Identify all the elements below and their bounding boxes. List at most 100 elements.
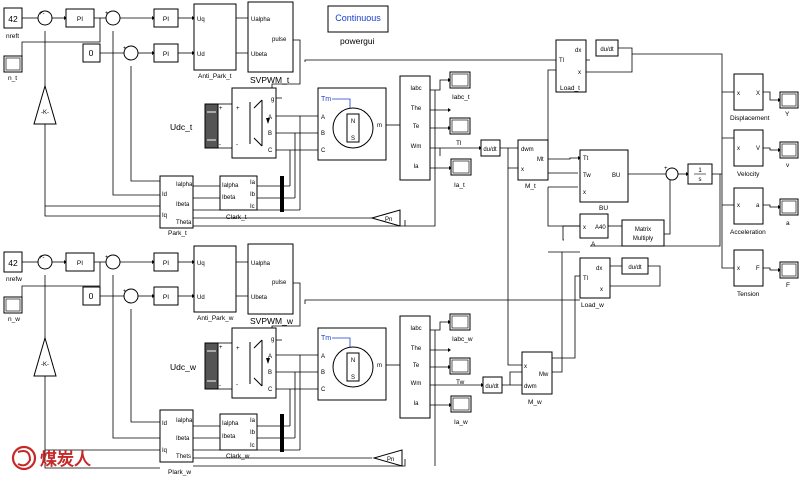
udc-w-label: Udc_w xyxy=(170,362,197,372)
zero-const-t[interactable]: 0 xyxy=(82,43,101,63)
scope-tw[interactable] xyxy=(449,357,471,375)
derivative-t[interactable]: du/dt xyxy=(480,139,501,157)
load-w-block[interactable]: dx Tl x xyxy=(579,257,611,299)
displacement-block[interactable]: x X xyxy=(733,73,764,111)
pi-block-t1[interactable]: PI xyxy=(65,8,95,28)
iabc-w-label: Iabc_w xyxy=(452,336,473,343)
svpwm-t-caption: SVPWM_t xyxy=(250,75,290,85)
zero-const-w[interactable]: 0 xyxy=(82,286,101,306)
scope-ia-w[interactable] xyxy=(450,395,472,413)
svg-text:Tl: Tl xyxy=(583,276,588,282)
velocity-block[interactable]: x V xyxy=(733,129,764,167)
sum-block-w3[interactable]: + xyxy=(123,288,139,304)
pi-block-w3[interactable]: PI xyxy=(153,286,179,306)
m-t-block[interactable]: dwm x Mt xyxy=(517,139,549,181)
pn-gain-w[interactable]: Pn xyxy=(372,449,403,467)
motor-w[interactable]: Tm N S A B C m xyxy=(317,327,387,401)
sum-block-w1[interactable]: +- xyxy=(37,254,53,270)
svg-text:+: + xyxy=(123,289,127,295)
svg-text:A40: A40 xyxy=(595,225,606,231)
const-block-t[interactable]: 42 xyxy=(3,7,23,29)
svg-text:Wm: Wm xyxy=(411,381,422,387)
matrix-multiply-block[interactable]: Matrix Multiply xyxy=(621,219,665,247)
continuous-block[interactable]: Continuous xyxy=(327,5,389,33)
derivative-load-w[interactable]: du/dt xyxy=(621,257,649,275)
plark-w-block[interactable]: Id Iq Ialpha Ibeta Thets xyxy=(159,409,194,463)
demux-t[interactable]: Iabc The Te Wm Ia xyxy=(399,75,431,181)
svpwm-w-block[interactable]: Ualpha Ubeta pulse xyxy=(247,243,294,315)
dc-source-t[interactable]: + - xyxy=(204,103,223,149)
park-t-block[interactable]: Id Iq Ialpha Ibeta Theta xyxy=(159,175,194,229)
svg-text:Tm: Tm xyxy=(321,335,331,342)
svg-text:Multiply: Multiply xyxy=(633,236,653,242)
inverter-t[interactable]: g A B C + - xyxy=(231,87,277,159)
displacement-caption: Displacement xyxy=(730,115,770,122)
svg-text:-K-: -K- xyxy=(41,110,49,116)
motor-t[interactable]: Tm N S A B C m xyxy=(317,87,387,161)
scope-n-t[interactable] xyxy=(3,55,23,73)
anti-park-t-block[interactable]: Uq Ud xyxy=(193,3,237,71)
load-t-block[interactable]: dx Tl x xyxy=(555,39,587,93)
gain-block-w[interactable]: -K- xyxy=(33,336,57,377)
svg-text:a: a xyxy=(756,203,760,209)
scope-iabc-t[interactable] xyxy=(449,71,471,89)
sum-block-w2[interactable]: + xyxy=(105,254,121,270)
inverter-w[interactable]: g A B C + - xyxy=(231,327,277,399)
demux-w[interactable]: Iabc The Te Wm Ia xyxy=(399,315,431,419)
const-block-w[interactable]: 42 xyxy=(3,251,23,273)
sum-block-t3[interactable]: + xyxy=(123,45,139,61)
svg-text:PI: PI xyxy=(163,294,169,301)
load-w-caption: Load_w xyxy=(581,302,604,309)
svg-text:The: The xyxy=(411,346,422,352)
scope-a[interactable] xyxy=(779,198,799,216)
pi-block-w2[interactable]: PI xyxy=(153,252,179,272)
svg-text:Tw: Tw xyxy=(583,173,591,179)
svg-text:PI: PI xyxy=(77,260,83,267)
svg-text:Ud: Ud xyxy=(197,295,205,301)
clark-t-block[interactable]: Ialpha Ibeta Ia Ib Ic xyxy=(219,175,258,211)
svg-text:x: x xyxy=(600,287,603,293)
svg-text:A: A xyxy=(268,354,272,360)
derivative-load-t[interactable]: du/dt xyxy=(595,39,619,57)
scope-iabc-w[interactable] xyxy=(449,313,471,331)
svg-text:Tt: Tt xyxy=(583,156,589,162)
signal-lines xyxy=(21,17,778,469)
sum-block-t2[interactable]: + xyxy=(105,10,121,26)
derivative-w[interactable]: du/dt xyxy=(482,376,503,394)
scope-v[interactable] xyxy=(779,141,799,159)
svg-text:A: A xyxy=(321,354,325,360)
watermark-text: 煤炭人 xyxy=(40,449,92,470)
a40-block[interactable]: x A40 xyxy=(579,213,609,239)
svg-text:-K-: -K- xyxy=(41,362,49,368)
svg-text:Ialpha: Ialpha xyxy=(176,418,193,424)
scope-n-w[interactable] xyxy=(3,296,23,314)
acceleration-block[interactable]: x a xyxy=(733,187,764,225)
sum-block-main[interactable]: + xyxy=(664,166,679,181)
pn-gain-t[interactable]: Pn xyxy=(370,209,401,227)
pi-block-w1[interactable]: PI xyxy=(65,252,95,272)
bu-block[interactable]: Tt Tw x BU xyxy=(579,149,629,203)
gain-block-t[interactable]: -K- xyxy=(33,84,57,125)
svg-text:Te: Te xyxy=(413,124,420,130)
tension-block[interactable]: x F xyxy=(733,249,764,287)
svpwm-t-block[interactable]: Ualpha Ubeta pulse xyxy=(247,1,294,73)
svg-text:Continuous: Continuous xyxy=(335,13,381,23)
svg-text:Ia: Ia xyxy=(413,164,419,170)
scope-y[interactable] xyxy=(779,91,799,109)
clark-t-caption: Clark_t xyxy=(226,214,247,221)
pi-block-t2[interactable]: PI xyxy=(153,8,179,28)
dc-source-w[interactable]: + - xyxy=(204,342,223,390)
svg-text:The: The xyxy=(411,106,422,112)
scope-tl[interactable] xyxy=(449,117,471,135)
scope-ia-t[interactable] xyxy=(450,158,472,176)
svg-text:Te: Te xyxy=(413,363,420,369)
pi-block-t3[interactable]: PI xyxy=(153,43,179,63)
sum-block-t1[interactable]: +- xyxy=(37,10,53,26)
integrator-block[interactable]: 1 s xyxy=(687,163,713,185)
clark-w-block[interactable]: Ialpha Ibeta Ia Ib Ic xyxy=(219,413,258,451)
scope-f[interactable] xyxy=(779,261,799,279)
m-w-block[interactable]: x dwm Mw xyxy=(521,351,553,395)
svg-text:C: C xyxy=(268,148,273,154)
svg-text:Mt: Mt xyxy=(537,157,544,163)
anti-park-w-block[interactable]: Uq Ud xyxy=(193,245,237,313)
